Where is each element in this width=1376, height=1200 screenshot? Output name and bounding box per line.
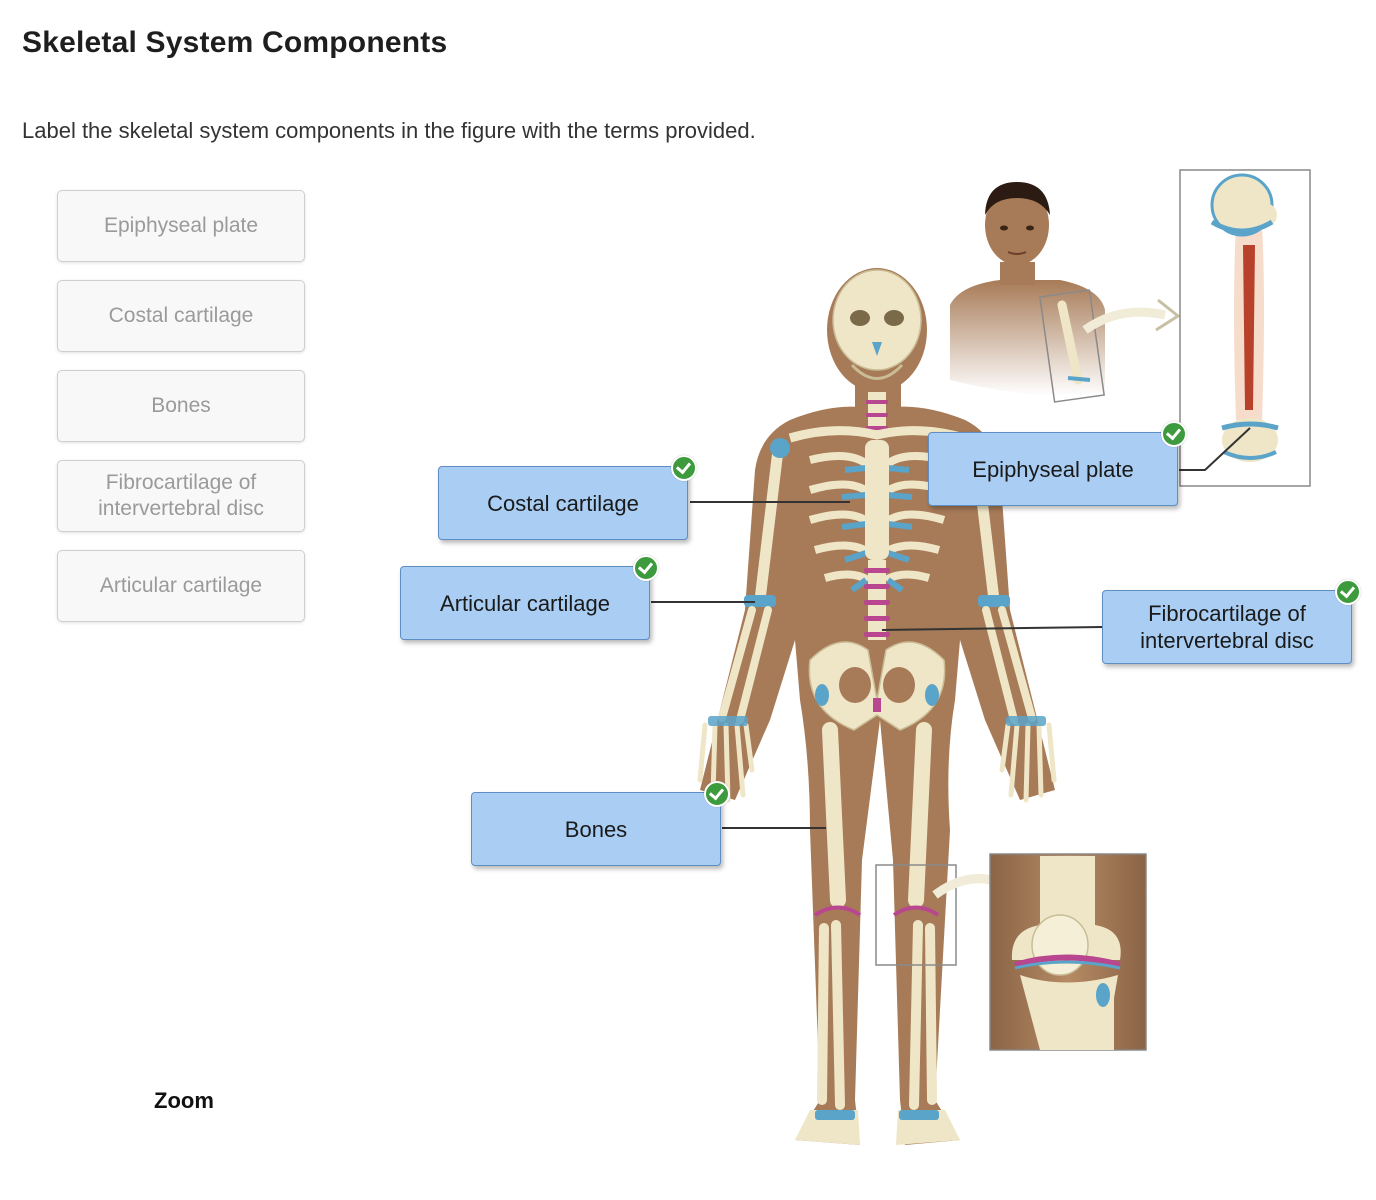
- check-icon: [704, 781, 730, 807]
- check-icon: [671, 455, 697, 481]
- page-title: Skeletal System Components: [22, 26, 448, 59]
- placed-label-bones[interactable]: Bones: [471, 781, 730, 866]
- placed-label-costal-cartilage[interactable]: Costal cartilage: [438, 455, 697, 540]
- placed-label-text: Epiphyseal plate: [972, 456, 1134, 482]
- check-icon: [633, 555, 659, 581]
- placed-label-text: Articular cartilage: [440, 590, 610, 616]
- child-figure: [950, 182, 1105, 403]
- zoom-button[interactable]: Zoom: [154, 1088, 214, 1113]
- check-icon: [1161, 421, 1187, 447]
- instruction-text: Label the skeletal system components in …: [22, 118, 756, 143]
- placed-label-epiphyseal-plate[interactable]: Epiphyseal plate: [928, 421, 1187, 506]
- check-icon: [1335, 579, 1361, 605]
- bank-item-articular-cartilage[interactable]: Articular cartilage: [57, 550, 305, 622]
- bank-item-epiphyseal-plate[interactable]: Epiphyseal plate: [57, 190, 305, 262]
- knee-inset: [989, 853, 1147, 1051]
- placed-label-text: Fibrocartilage of intervertebral disc: [1140, 601, 1314, 653]
- arrow-to-bone-inset: [1082, 307, 1166, 334]
- long-bone-inset: [1179, 169, 1311, 487]
- skeleton: [697, 269, 1057, 1145]
- placed-label-articular-cartilage[interactable]: Articular cartilage: [400, 555, 659, 640]
- placed-label-fibrocartilage[interactable]: Fibrocartilage of intervertebral disc: [1102, 579, 1361, 664]
- leader-lines: [651, 427, 1251, 829]
- word-bank: Epiphyseal plate Costal cartilage Bones …: [57, 190, 307, 640]
- bank-item-fibrocartilage[interactable]: Fibrocartilage of intervertebral disc: [57, 460, 305, 532]
- bank-item-costal-cartilage[interactable]: Costal cartilage: [57, 280, 305, 352]
- placed-label-text: Costal cartilage: [487, 490, 639, 516]
- placed-label-text: Bones: [564, 816, 628, 842]
- bank-item-bones[interactable]: Bones: [57, 370, 305, 442]
